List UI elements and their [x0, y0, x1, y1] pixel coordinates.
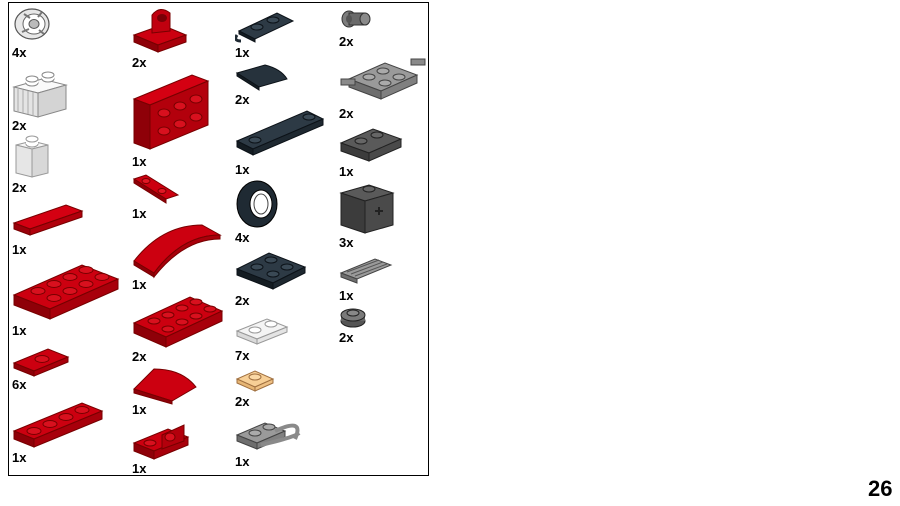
brick-1x1-icon	[12, 135, 52, 179]
wheel-holder-icon	[339, 51, 427, 103]
qty-label: 1x	[132, 461, 147, 476]
qty-label: 4x	[235, 230, 250, 245]
qty-label: 4x	[12, 45, 27, 60]
qty-label: 1x	[235, 162, 250, 177]
qty-label: 2x	[235, 394, 250, 409]
qty-label: 1x	[235, 454, 250, 469]
plate-rail-icon	[339, 123, 403, 163]
qty-label: 1x	[235, 45, 250, 60]
qty-label: 3x	[339, 235, 354, 250]
grille-tile-icon	[339, 253, 393, 287]
plate-pin-hole-icon	[132, 5, 188, 55]
qty-label: 1x	[132, 277, 147, 292]
plate-1x6-icon	[235, 107, 325, 159]
qty-label: 6x	[12, 377, 27, 392]
plate-handle-icon	[235, 411, 305, 453]
bracket-2x4-icon	[132, 73, 210, 151]
bracket-1x2-icon	[132, 417, 190, 461]
tile-1x4-icon	[12, 199, 84, 239]
qty-label: 2x	[235, 293, 250, 308]
arch-slope-icon	[132, 221, 222, 279]
qty-label: 1x	[132, 402, 147, 417]
page-number: 26	[868, 476, 893, 501]
qty-label: 2x	[132, 55, 147, 70]
tire-icon	[235, 179, 281, 229]
plate-2x4-icon	[12, 259, 120, 323]
qty-label: 1x	[12, 242, 27, 257]
plate-1x2-icon	[235, 313, 289, 345]
qty-label: 2x	[235, 92, 250, 107]
qty-label: 2x	[12, 118, 27, 133]
qty-label: 1x	[12, 323, 27, 338]
qty-label: 2x	[339, 34, 354, 49]
wheel-rim-icon	[12, 6, 52, 42]
qty-label: 2x	[339, 106, 354, 121]
plate-clip-icon	[234, 7, 295, 43]
qty-label: 2x	[12, 180, 27, 195]
qty-label: 1x	[132, 154, 147, 169]
plate-1x1-icon	[235, 365, 275, 393]
qty-label: 2x	[339, 330, 354, 345]
plate-2x2-icon	[235, 247, 307, 291]
round-plate-icon	[339, 305, 367, 329]
curved-slope-1x2-icon	[235, 63, 289, 91]
axle-pin-icon	[339, 7, 373, 31]
qty-label: 1x	[132, 206, 147, 221]
qty-label: 1x	[339, 288, 354, 303]
plate-1x4-icon	[12, 395, 104, 451]
plate-1x2-jumper-icon	[12, 343, 70, 377]
qty-label: 7x	[235, 348, 250, 363]
plate-2x4-icon	[132, 293, 224, 351]
qty-label: 1x	[12, 450, 27, 465]
qty-label: 2x	[132, 349, 147, 364]
bar-clip-icon	[132, 171, 180, 205]
curved-slope-icon	[132, 365, 198, 405]
technic-brick-icon	[339, 181, 395, 235]
qty-label: 1x	[339, 164, 354, 179]
parts-list-panel: 4x 2x 2x 1x	[8, 2, 429, 476]
grille-brick-icon	[12, 69, 68, 119]
